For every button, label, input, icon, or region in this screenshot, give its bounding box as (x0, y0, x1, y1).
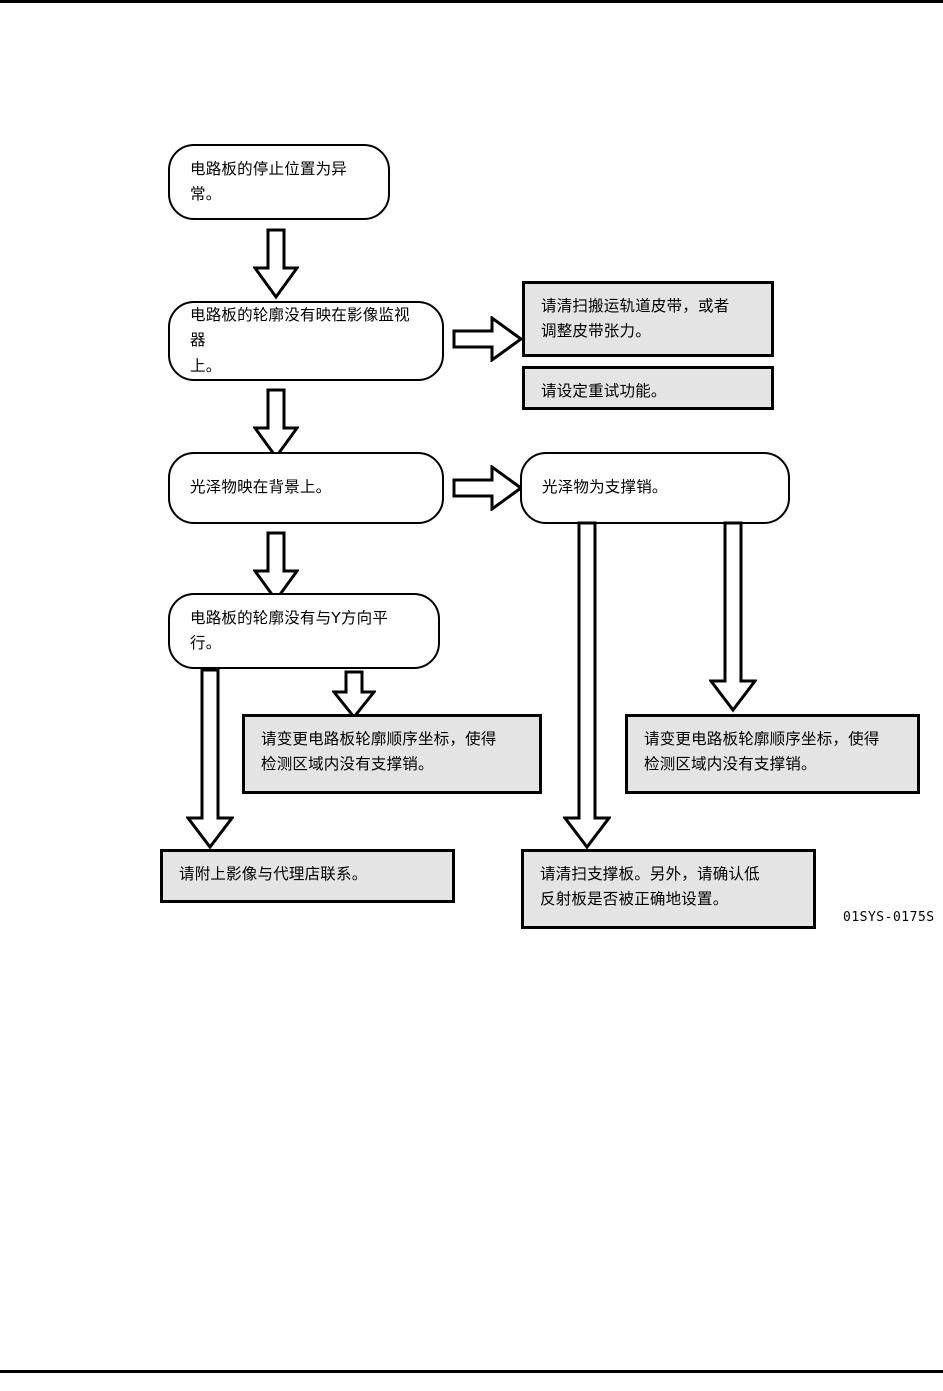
node-board-stop-position-abnormal: 电路板的停止位置为异常。 (168, 144, 390, 220)
arrow-n3-to-n4 (452, 465, 524, 511)
arrow-n4-to-a4 (709, 521, 757, 713)
node-glossy-object-on-background: 光泽物映在背景上。 (168, 452, 444, 524)
node-label: 电路板的轮廓没有与Y方向平行。 (190, 608, 389, 652)
page-top-rule (0, 0, 943, 3)
node-label: 请变更电路板轮廓顺序坐标，使得 检测区域内没有支撑销。 (644, 730, 880, 774)
node-outline-not-on-monitor: 电路板的轮廓没有映在影像监视器 上。 (168, 301, 444, 381)
action-change-outline-coords-left: 请变更电路板轮廓顺序坐标，使得 检测区域内没有支撑销。 (242, 714, 542, 794)
action-clean-conveyor-belt: 请清扫搬运轨道皮带，或者 调整皮带张力。 (522, 281, 774, 357)
node-label: 光泽物为支撑销。 (542, 478, 668, 497)
node-label: 请设定重试功能。 (541, 382, 667, 400)
action-clean-support-plate: 请清扫支撑板。另外，请确认低 反射板是否被正确地设置。 (521, 849, 816, 929)
arrow-n5-to-a3 (332, 670, 376, 720)
node-label: 光泽物映在背景上。 (190, 478, 332, 497)
action-change-outline-coords-right: 请变更电路板轮廓顺序坐标，使得 检测区域内没有支撑销。 (625, 714, 920, 794)
page-bottom-rule (0, 1370, 943, 1373)
node-glossy-object-is-support-pin: 光泽物为支撑销。 (520, 452, 790, 524)
arrow-n4-to-a6 (563, 521, 611, 850)
node-label: 请清扫搬运轨道皮带，或者 调整皮带张力。 (541, 297, 730, 341)
action-set-retry-function: 请设定重试功能。 (522, 366, 774, 410)
node-label: 请变更电路板轮廓顺序坐标，使得 检测区域内没有支撑销。 (261, 730, 497, 774)
node-label: 电路板的停止位置为异常。 (190, 159, 348, 203)
arrow-n2-to-a1 (452, 316, 524, 362)
arrow-n2-to-n3 (253, 388, 299, 460)
arrow-n1-to-n2 (253, 228, 299, 300)
arrow-n3-to-n5 (253, 531, 299, 603)
node-label: 电路板的轮廓没有映在影像监视器 上。 (190, 306, 410, 375)
node-label: 请附上影像与代理店联系。 (179, 865, 368, 883)
node-outline-not-parallel-to-y: 电路板的轮廓没有与Y方向平行。 (168, 593, 440, 669)
figure-id-label: 01SYS-0175S (843, 910, 935, 925)
action-contact-dealer-with-image: 请附上影像与代理店联系。 (160, 849, 455, 903)
arrow-n5-to-a5 (186, 668, 234, 850)
node-label: 请清扫支撑板。另外，请确认低 反射板是否被正确地设置。 (540, 865, 760, 909)
